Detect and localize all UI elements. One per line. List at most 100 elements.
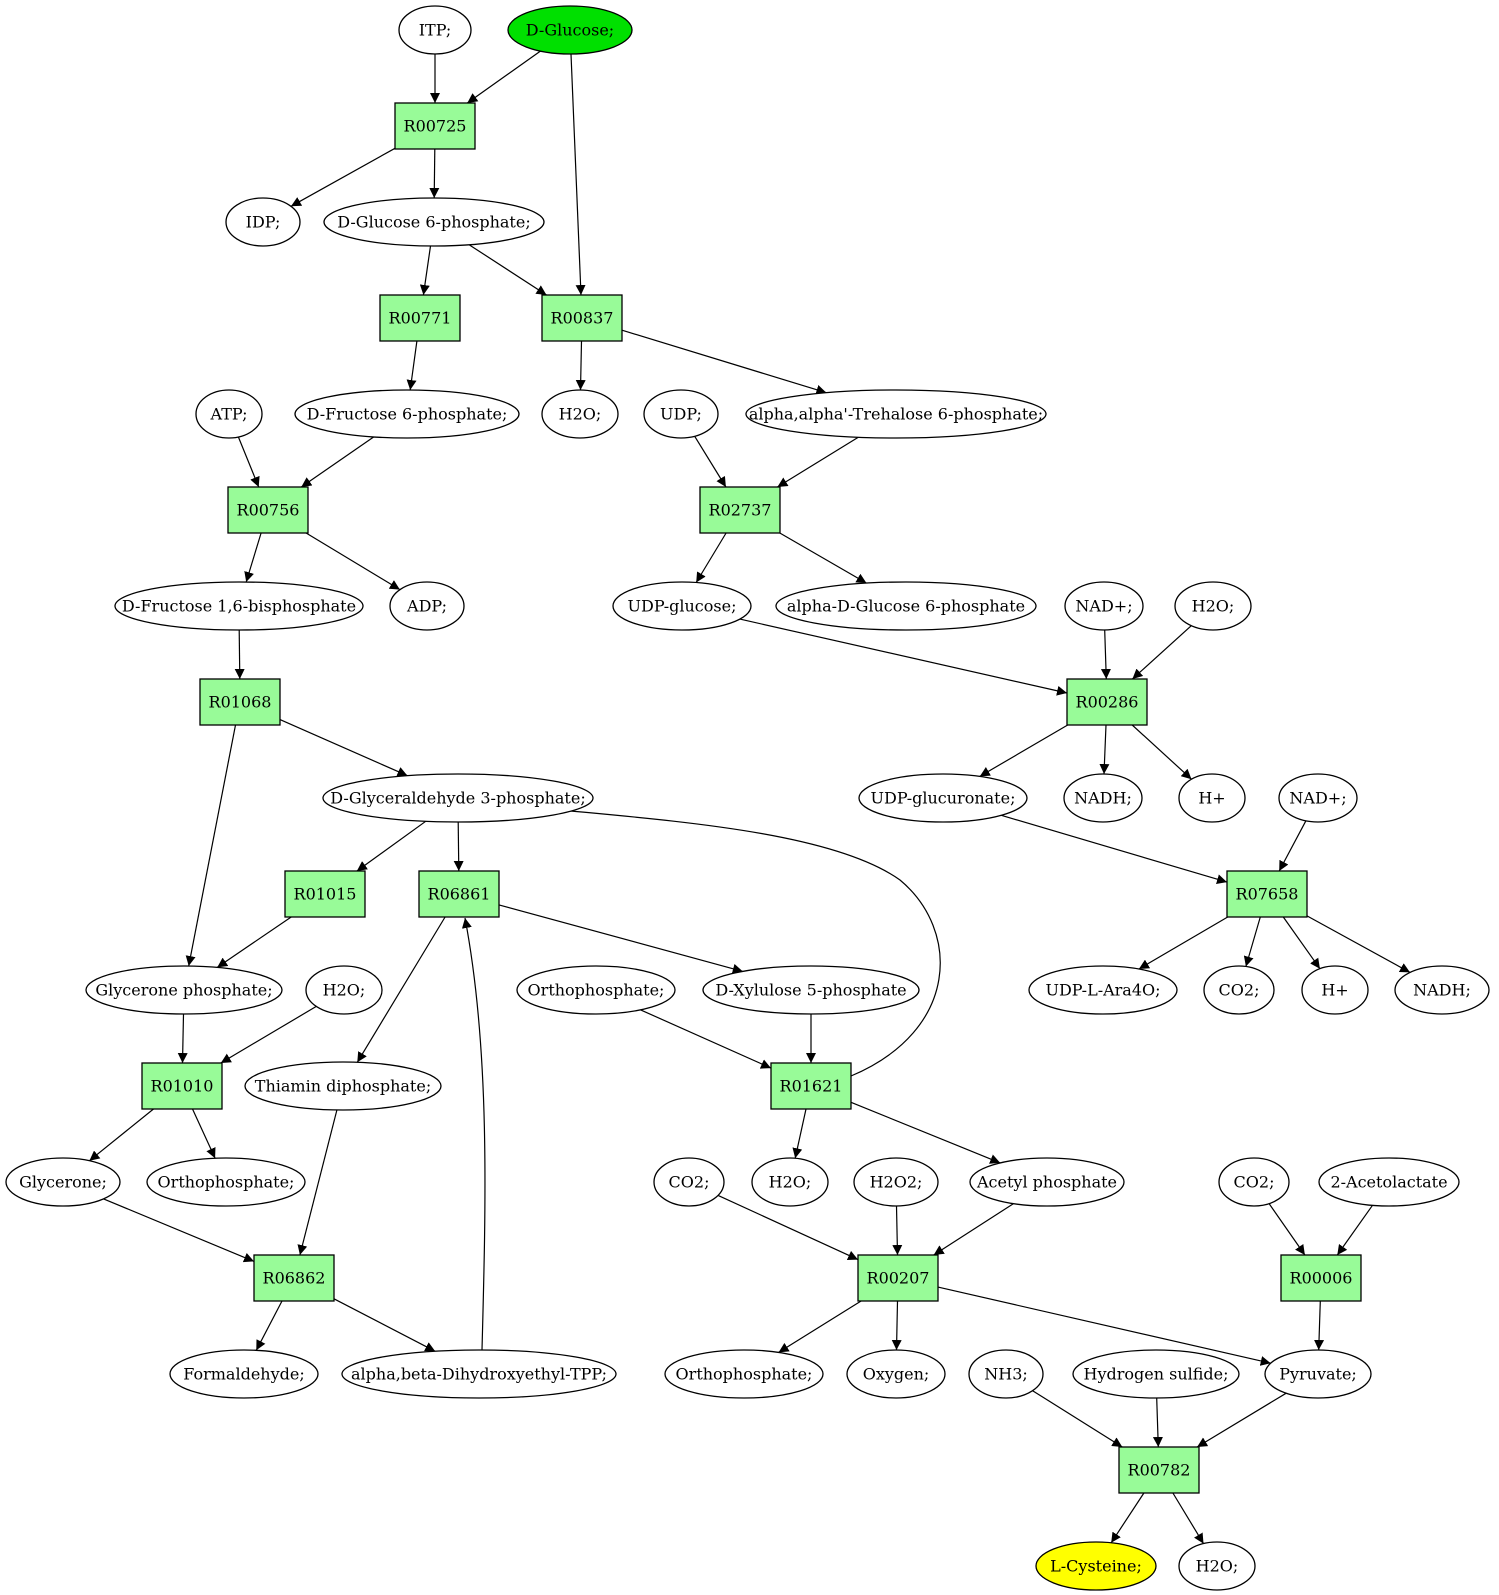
edge-c_gap-to-r_R06861 [453,821,464,872]
compound-label: UDP-L-Ara4O; [1045,981,1160,1000]
compound-node-hplus_2[interactable]: H+ [1301,965,1369,1015]
compound-node-pi_2[interactable]: Orthophosphate; [146,1157,306,1207]
edge-c_atp-to-r_R00756 [237,436,260,488]
compound-node-nadh_1[interactable]: NADH; [1063,773,1143,823]
compound-ellipse [1264,1349,1372,1399]
compound-node-h2o_2[interactable]: H2O; [1174,581,1252,631]
edge-r_R01068-to-c_glyp [185,724,237,967]
compound-node-pi_3[interactable]: Orthophosphate; [664,1349,824,1399]
compound-node-adg6p[interactable]: alpha-D-Glucose 6-phosphate [775,581,1037,631]
compound-node-pyr[interactable]: Pyruvate; [1264,1349,1372,1399]
edge-r_R07658-to-c_udpara [1138,916,1229,970]
compound-node-atp[interactable]: ATP; [195,389,263,439]
compound-node-co2_1[interactable]: CO2; [1203,965,1275,1015]
compound-node-acetolac[interactable]: 2-Acetolactate [1318,1157,1460,1207]
compound-ellipse [846,1349,946,1399]
compound-node-dglucose[interactable]: D-Glucose; [507,5,633,55]
reaction-node-r00782[interactable]: R00782 [1118,1446,1200,1494]
compound-label: Oxygen; [863,1365,930,1384]
compound-node-hplus_1[interactable]: H+ [1178,773,1246,823]
edge-r_R02737-to-c_adg6p [779,532,867,584]
reaction-node-r01015[interactable]: R01015 [284,870,366,918]
compound-node-fbp[interactable]: D-Fructose 1,6-bisphosphate [114,581,364,631]
compound-ellipse [507,5,633,55]
reaction-node-r06861[interactable]: R06861 [418,870,500,918]
compound-label: UDP-glucose; [628,597,737,616]
compound-node-x5p[interactable]: D-Xylulose 5-phosphate [702,965,920,1015]
compound-ellipse [516,965,676,1015]
edge-r_R07658-to-c_co2_1 [1243,916,1261,967]
reaction-node-r01621[interactable]: R01621 [770,1062,852,1110]
reaction-box [227,486,309,534]
compound-node-nad_1[interactable]: NAD+; [1064,581,1144,631]
compound-node-h2o_4[interactable]: H2O; [751,1157,829,1207]
reaction-node-r00207[interactable]: R00207 [857,1254,939,1302]
reaction-node-r00837[interactable]: R00837 [541,294,623,342]
edge-r_R06862-to-c_formald [255,1300,283,1351]
reaction-label: R00771 [389,309,452,328]
edge-c_gap-to-r_R01015 [356,820,427,872]
compound-node-oxygen[interactable]: Oxygen; [846,1349,946,1399]
compound-node-pi_1[interactable]: Orthophosphate; [516,965,676,1015]
compound-node-adp[interactable]: ADP; [389,581,465,631]
compound-node-nad_2[interactable]: NAD+; [1278,773,1358,823]
compound-node-tre6p[interactable]: alpha,alpha'-Trehalose 6-phosphate; [745,389,1047,439]
compound-label: NAD+; [1075,597,1132,616]
compound-node-h2s[interactable]: Hydrogen sulfide; [1072,1349,1240,1399]
compound-node-g6p[interactable]: D-Glucose 6-phosphate; [323,197,545,247]
reaction-label: R06862 [263,1269,326,1288]
edge-c_co2_3-to-r_R00006 [1268,1203,1306,1256]
reaction-node-r07658[interactable]: R07658 [1226,870,1308,918]
compound-node-co2_2[interactable]: CO2; [653,1157,725,1207]
compound-ellipse [1064,581,1144,631]
compound-ellipse [114,581,364,631]
compound-node-itp[interactable]: ITP; [398,5,472,55]
compound-ellipse [323,197,545,247]
reaction-node-r06862[interactable]: R06862 [253,1254,335,1302]
reaction-node-r00286[interactable]: R00286 [1066,678,1148,726]
edge-r_R00725-to-c_g6p [429,148,440,199]
edge-c_co2_2-to-r_R00207 [717,1194,859,1261]
reaction-node-r00756[interactable]: R00756 [227,486,309,534]
compound-ellipse [969,1157,1125,1207]
reaction-node-r01010[interactable]: R01010 [141,1062,223,1110]
compound-node-h2o_3[interactable]: H2O; [305,965,383,1015]
compound-node-h2o_1[interactable]: H2O; [541,389,619,439]
compound-node-glycerone[interactable]: Glycerone; [5,1157,121,1207]
compound-node-udpara[interactable]: UDP-L-Ara4O; [1028,965,1178,1015]
compound-node-f6p[interactable]: D-Fructose 6-phosphate; [294,389,520,439]
edge-r_R07658-to-c_nadh_2 [1306,915,1411,973]
compound-node-udp[interactable]: UDP; [643,389,719,439]
compound-node-h2o2[interactable]: H2O2; [853,1157,939,1207]
reaction-label: R00006 [1290,1269,1353,1288]
compound-node-glyp[interactable]: Glycerone phosphate; [85,965,283,1015]
compound-node-tpp[interactable]: Thiamin diphosphate; [244,1061,442,1111]
compound-node-dhetpp[interactable]: alpha,beta-Dihydroxyethyl-TPP; [341,1349,617,1399]
compound-node-nadh_2[interactable]: NADH; [1394,965,1490,1015]
reaction-node-r01068[interactable]: R01068 [199,678,281,726]
compound-node-h2o_5[interactable]: H2O; [1178,1541,1256,1591]
reaction-node-r00725[interactable]: R00725 [394,102,476,150]
compound-node-gap[interactable]: D-Glyceraldehyde 3-phosphate; [322,773,594,823]
compound-node-udpglc[interactable]: UDP-glucose; [612,581,752,631]
compound-ellipse [195,389,263,439]
compound-label: UDP; [660,405,702,424]
compound-node-cys[interactable]: L-Cysteine; [1035,1541,1157,1591]
compound-label: H2O; [769,1173,812,1192]
compound-label: D-Fructose 6-phosphate; [307,405,508,424]
compound-node-formald[interactable]: Formaldehyde; [169,1349,319,1399]
reaction-node-r02737[interactable]: R02737 [699,486,781,534]
compound-node-nh3[interactable]: NH3; [968,1349,1044,1399]
reaction-node-r00771[interactable]: R00771 [379,294,461,342]
compound-label: ATP; [210,405,248,424]
compound-node-udpglcur[interactable]: UDP-glucuronate; [858,773,1028,823]
edge-c_glycerone-to-r_R06862 [103,1198,255,1263]
compound-node-acp[interactable]: Acetyl phosphate [969,1157,1125,1207]
compound-label: H2O2; [870,1173,923,1192]
compound-label: H2O; [559,405,602,424]
reaction-node-r00006[interactable]: R00006 [1280,1254,1362,1302]
edge-c_h2o_2-to-r_R00286 [1131,625,1192,680]
compound-node-idp[interactable]: IDP; [225,197,301,247]
edge-r_R01015-to-c_glyp [216,916,292,968]
compound-node-co2_3[interactable]: CO2; [1218,1157,1290,1207]
